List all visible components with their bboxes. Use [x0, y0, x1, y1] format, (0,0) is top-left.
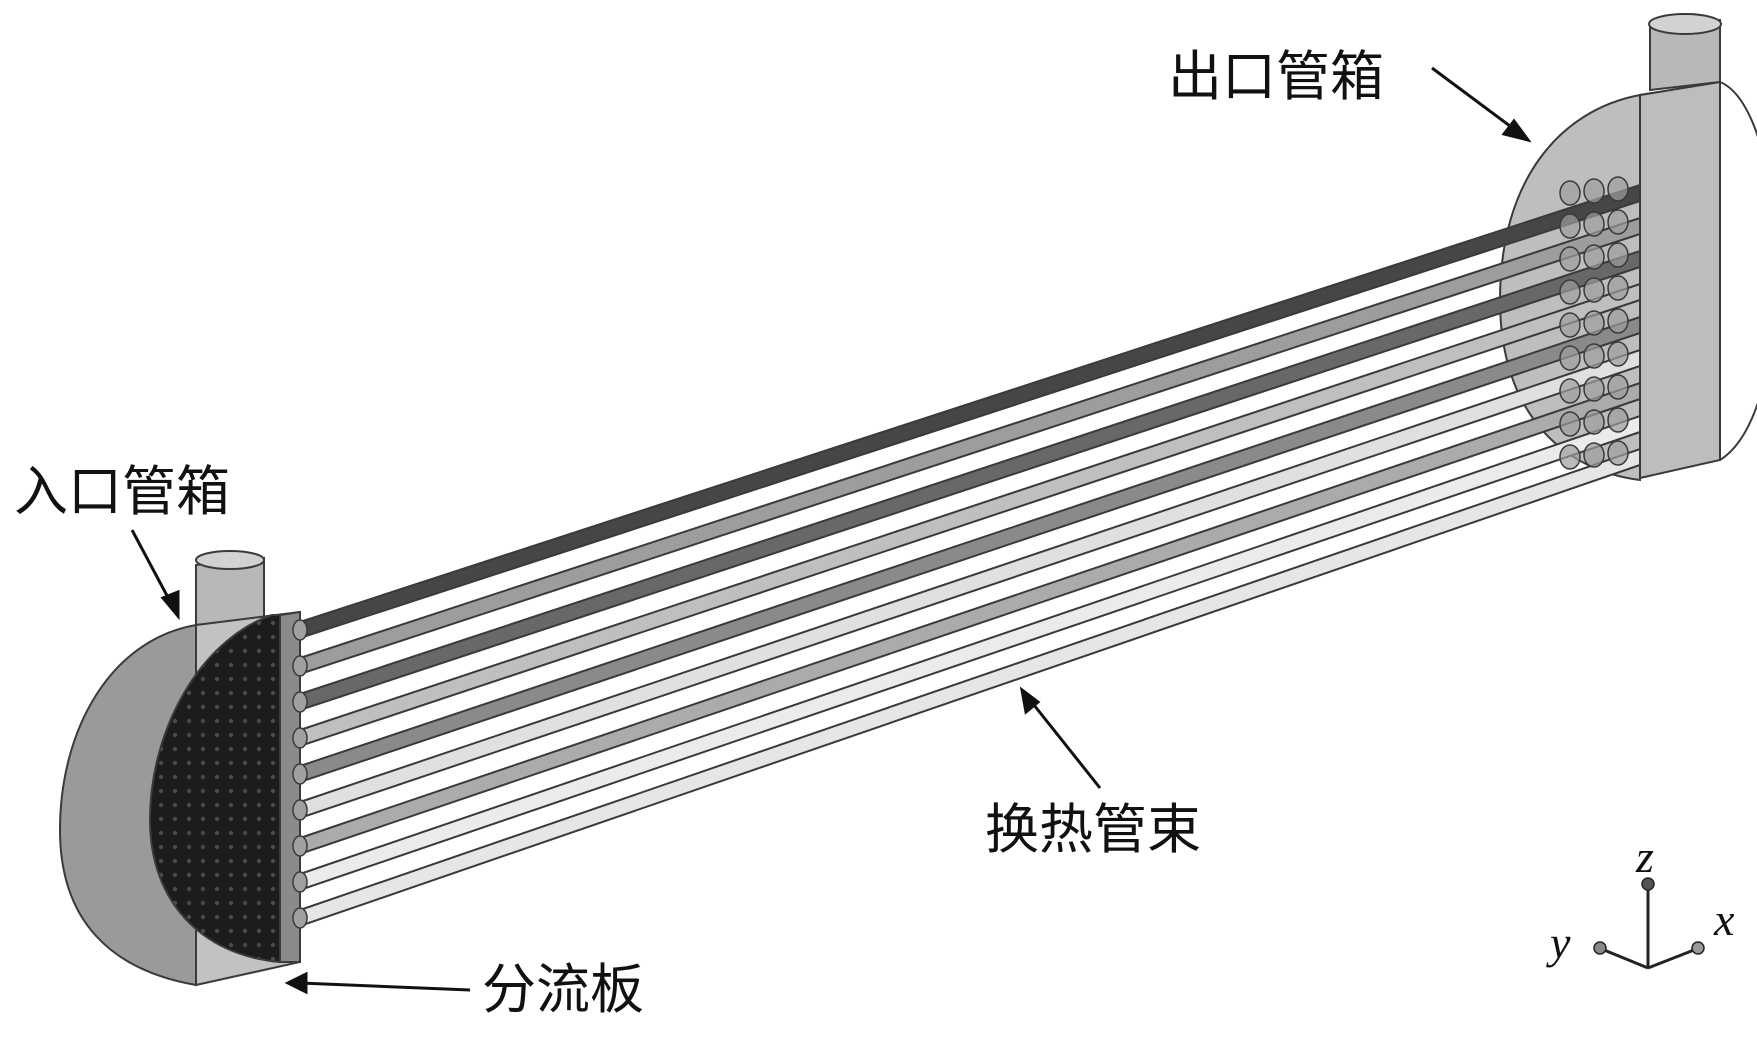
outlet-tube-end [1607, 209, 1629, 235]
outlet-tube-end [1559, 312, 1581, 338]
x-axis-label: x [1713, 894, 1735, 945]
heat-exchange-tube [299, 249, 1641, 712]
outlet-tube-end [1607, 242, 1629, 268]
inlet-tube-end [292, 727, 308, 749]
y-axis-arrow-icon [1593, 941, 1607, 955]
outlet-tube-end [1559, 345, 1581, 371]
outlet-tube-end [1583, 178, 1605, 204]
inlet-tube-end [292, 835, 308, 857]
outlet-tube-end [1583, 376, 1605, 402]
splitter-plate-label: 分流板 [482, 958, 644, 1021]
inlet-tube-end [292, 799, 308, 821]
outlet-tube-end [1583, 409, 1605, 435]
heat-exchange-tube [299, 183, 1641, 640]
heat-exchange-tube [299, 216, 1641, 676]
inlet-shell [58, 623, 197, 987]
outlet-header-label: 出口管箱 [1168, 45, 1384, 108]
z-axis-arrow-icon [1641, 877, 1655, 891]
tube-bundle [299, 183, 1641, 928]
outlet-nozzle-top [1648, 13, 1722, 35]
heat-exchange-tube [299, 315, 1641, 784]
y-axis-line [1603, 948, 1649, 970]
callouts [130, 66, 1532, 995]
outlet-tube-end [1583, 442, 1605, 468]
outlet-tube-end [1583, 343, 1605, 369]
outlet-tube-end [1583, 310, 1605, 336]
outlet-tube-end [1559, 444, 1581, 470]
outlet-tube-end [1583, 244, 1605, 270]
outlet-header [1498, 13, 1757, 482]
inlet-tube-end [292, 871, 308, 893]
x-axis-line [1647, 948, 1695, 970]
tube-bundle-label: 换热管束 [985, 798, 1201, 861]
inlet-callout-arrowhead [160, 589, 180, 621]
splitter-callout-arrowhead [284, 971, 308, 995]
outlet-tube-end [1607, 440, 1629, 466]
outlet-tube-ends [1559, 176, 1629, 470]
x-axis-arrow-icon [1691, 941, 1705, 955]
splitter-callout-line [299, 981, 471, 992]
inlet-tube-end [292, 691, 308, 713]
outlet-end-curve [1719, 81, 1757, 461]
inlet-tube-end [292, 655, 308, 677]
outlet-tube-end [1583, 211, 1605, 237]
axis-triad: z y x [1546, 831, 1735, 970]
inlet-tube-end [292, 763, 308, 785]
outlet-callout-line [1431, 66, 1519, 134]
y-axis-label: y [1546, 917, 1571, 968]
outlet-tube-end [1607, 341, 1629, 367]
outlet-tube-end [1607, 176, 1629, 202]
inlet-tube-end [292, 907, 308, 929]
outlet-tube-end [1559, 246, 1581, 272]
bundle-callout-arrowhead [1019, 686, 1041, 715]
inlet-tube-end [292, 619, 308, 641]
outlet-tube-end [1559, 411, 1581, 437]
outlet-tube-end [1559, 279, 1581, 305]
outlet-tube-end [1607, 374, 1629, 400]
inlet-header-label: 入口管箱 [14, 460, 230, 523]
inlet-callout-line [130, 529, 174, 606]
outlet-tube-end [1607, 407, 1629, 433]
bundle-callout-line [1028, 699, 1102, 789]
heat-exchange-tube [299, 282, 1641, 748]
z-axis-label: z [1635, 831, 1654, 882]
inlet-nozzle-top [195, 550, 265, 570]
outlet-tube-end [1559, 378, 1581, 404]
outlet-tube-end [1583, 277, 1605, 303]
outlet-callout-arrowhead [1501, 118, 1532, 143]
outlet-tube-end [1607, 308, 1629, 334]
inlet-tube-ends [292, 619, 308, 929]
outlet-tube-end [1559, 180, 1581, 206]
outlet-tube-end [1559, 213, 1581, 239]
outlet-side-face [1639, 80, 1721, 480]
inlet-header [58, 550, 301, 987]
splitter-plate [148, 614, 281, 964]
outlet-tube-end [1607, 275, 1629, 301]
